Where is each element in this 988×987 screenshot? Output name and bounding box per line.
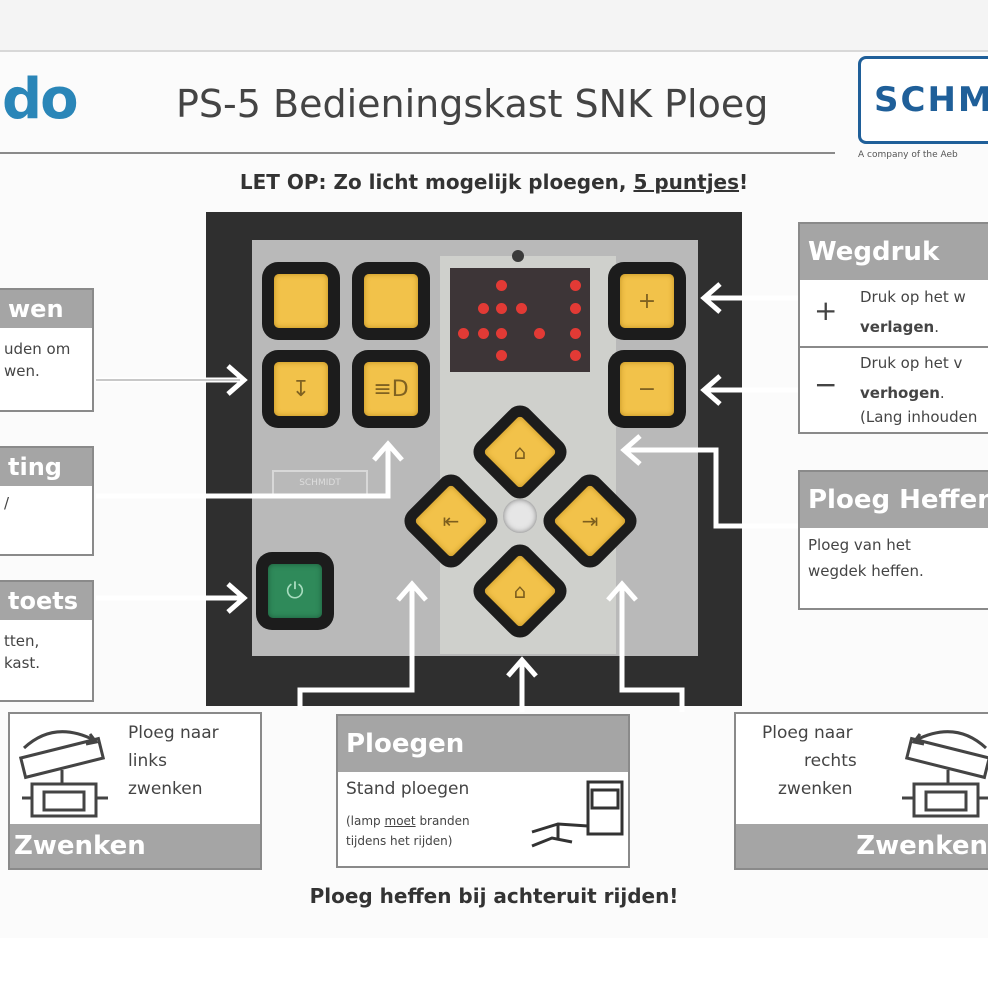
plus-icon: + — [620, 274, 674, 328]
joystick-hub — [503, 499, 537, 533]
brand-logo: SCHM — [874, 80, 988, 120]
info-box-title: Zwenken — [10, 824, 260, 868]
info-box-note: (Lang inhouden — [860, 408, 978, 426]
note-underlined: moet — [384, 814, 416, 828]
info-box-title: Ploeg Heffen — [800, 472, 988, 528]
light-icon: ≡D — [364, 362, 418, 416]
warning-text: LET OP: Zo licht mogelijk ploegen, 5 pun… — [0, 170, 988, 194]
info-box-title: toets — [0, 582, 92, 620]
footer-warning: Ploeg heffen bij achteruit rijden! — [309, 884, 679, 908]
note-part: branden — [415, 814, 470, 828]
display-dot — [570, 350, 581, 361]
info-box-title: Zwenken — [736, 824, 988, 868]
info-box-title: Ploegen — [338, 716, 628, 772]
display-dot — [570, 280, 581, 291]
info-box-line: tten, — [4, 632, 40, 650]
warning-underlined: 5 puntjes — [633, 170, 740, 194]
lower-icon: ↧ — [274, 362, 328, 416]
key-lighting[interactable]: ≡D — [352, 350, 430, 428]
plough-right-illustration — [902, 730, 988, 818]
info-box-verlichting: ting / — [0, 446, 94, 556]
key-top-middle[interactable] — [352, 262, 430, 340]
display-dot — [458, 328, 469, 339]
info-box-wegdruk: Wegdruk + Druk op het w verlagen. − Druk… — [798, 222, 988, 434]
info-box-line: Druk op het v — [860, 354, 963, 372]
info-box-punct: . — [934, 318, 939, 336]
brand-logo-frame — [858, 56, 988, 144]
key-plus[interactable]: + — [608, 262, 686, 340]
info-box-emphasis: verlagen — [860, 318, 935, 336]
key-top-left[interactable] — [262, 262, 340, 340]
info-box-title: ting — [0, 448, 92, 486]
plus-icon: + — [814, 294, 838, 327]
key-lower[interactable]: ↧ — [262, 350, 340, 428]
note-part: (lamp — [346, 814, 385, 828]
plough-left-illustration — [18, 730, 108, 818]
info-box-wegzwenken: wen uden om wen. — [0, 288, 94, 412]
info-box-note: tijdens het rijden) — [346, 834, 453, 848]
key-face — [274, 274, 328, 328]
display-dot — [496, 303, 507, 314]
info-box-line: Ploeg van het — [808, 536, 911, 554]
display-dot — [516, 303, 527, 314]
warning-prefix: LET OP: Zo licht mogelijk ploegen, — [239, 170, 634, 194]
page-margin — [0, 938, 988, 987]
info-box-line: Druk op het w — [860, 288, 966, 306]
info-box-zwenken-rechts: Ploeg naar rechts zwenken Zwenken — [734, 712, 988, 870]
info-box-line: Ploeg naar — [128, 723, 219, 743]
key-minus[interactable]: − — [608, 350, 686, 428]
info-box-line: zwenken — [128, 779, 203, 799]
key-face — [364, 274, 418, 328]
display-dot — [496, 350, 507, 361]
info-box-ploeg-heffen: Ploeg Heffen Ploeg van het wegdek heffen… — [798, 470, 988, 610]
display-dot — [478, 303, 489, 314]
info-box-punct: . — [939, 384, 945, 402]
info-box-line: / — [4, 494, 10, 512]
info-box-line: kast. — [4, 654, 41, 672]
brand-subtitle: A company of the Aeb — [858, 150, 958, 160]
warning-suffix: ! — [739, 170, 749, 194]
display-dot — [496, 280, 507, 291]
header-divider — [0, 152, 835, 154]
display-dot — [478, 328, 489, 339]
minus-icon: − — [620, 362, 674, 416]
info-box-line: Ploeg naar — [762, 723, 853, 743]
display-dot — [534, 328, 545, 339]
status-led — [512, 250, 524, 262]
info-box-aan-uit-toets: toets tten, kast. — [0, 580, 94, 702]
info-box-title: wen — [0, 290, 92, 328]
page-title: PS-5 Bedieningskast SNK Ploeg — [176, 82, 769, 126]
info-box-emphasis: verhogen — [860, 384, 940, 402]
info-box-line: rechts — [804, 751, 857, 771]
display-dot — [496, 328, 507, 339]
info-box-ploegen: Ploegen Stand ploegen (lamp moet branden… — [336, 714, 630, 868]
display-dot — [570, 328, 581, 339]
info-box-line: wen. — [4, 362, 40, 380]
minus-icon: − — [814, 368, 838, 401]
info-box-line: zwenken — [778, 779, 853, 799]
info-box-zwenken-links: Ploeg naar links zwenken Zwenken — [8, 712, 262, 870]
display-dot — [570, 303, 581, 314]
logo-fragment: do — [2, 67, 79, 132]
info-box-line: uden om — [4, 340, 71, 358]
info-box-title: Wegdruk — [800, 224, 988, 280]
info-box-line: Stand ploegen — [346, 779, 470, 799]
power-icon: ⏻ — [268, 564, 322, 618]
key-power[interactable]: ⏻ — [256, 552, 334, 630]
info-box-line: wegdek heffen. — [808, 562, 924, 580]
info-box-line: links — [128, 751, 167, 771]
dot-matrix-display — [450, 268, 590, 372]
tractor-plough-illustration — [531, 780, 624, 848]
